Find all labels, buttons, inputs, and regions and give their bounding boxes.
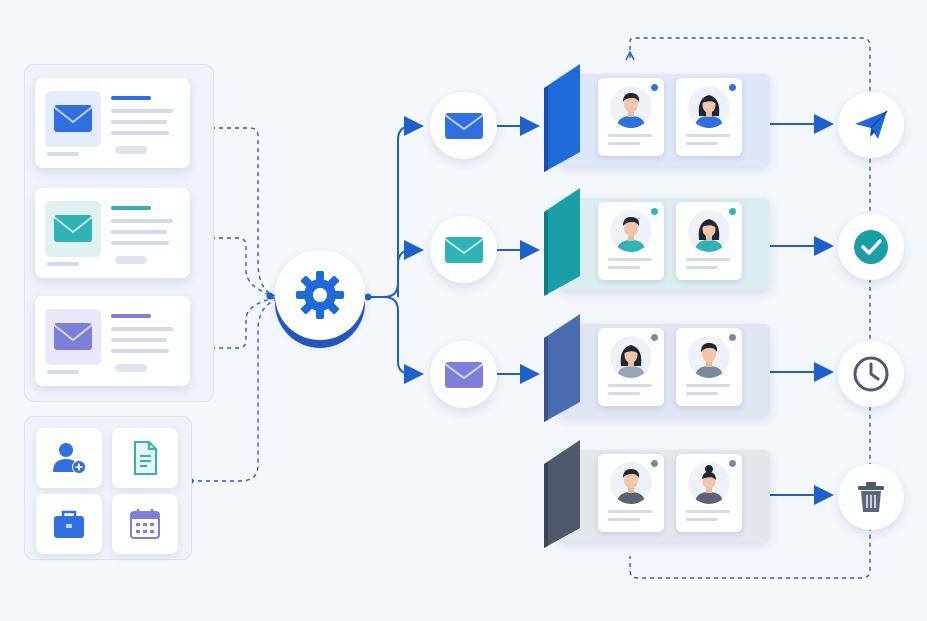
check-action[interactable] bbox=[838, 214, 904, 280]
template-thumb bbox=[45, 309, 101, 365]
connector-template-2 bbox=[203, 237, 276, 297]
envelope-blue-icon bbox=[53, 105, 93, 132]
document-tile[interactable] bbox=[112, 428, 178, 488]
schedule-action[interactable] bbox=[838, 341, 904, 407]
delete-action[interactable] bbox=[838, 464, 904, 530]
document-icon bbox=[134, 441, 157, 475]
calendar-icon bbox=[130, 509, 160, 539]
send-icon bbox=[855, 110, 888, 139]
clock-icon bbox=[853, 356, 889, 392]
woman-avatar-icon bbox=[617, 345, 645, 378]
segment-spine bbox=[544, 188, 580, 296]
feedback-loop bbox=[629, 37, 871, 579]
segment-3[interactable] bbox=[540, 314, 770, 422]
check-icon bbox=[854, 230, 888, 264]
connector-template-3 bbox=[203, 297, 276, 349]
contact-card[interactable] bbox=[676, 328, 742, 406]
contact-card[interactable] bbox=[676, 78, 742, 156]
briefcase-icon bbox=[54, 510, 84, 538]
gear-icon bbox=[296, 271, 344, 319]
contact-card[interactable] bbox=[598, 78, 664, 156]
envelope-teal-icon bbox=[443, 236, 484, 263]
contact-card[interactable] bbox=[598, 328, 664, 406]
contact-card[interactable] bbox=[676, 454, 742, 532]
man-avatar-icon bbox=[617, 469, 645, 504]
envelope-purple-icon bbox=[53, 323, 93, 350]
contact-card[interactable] bbox=[676, 202, 742, 280]
trash-icon bbox=[858, 482, 884, 512]
connector-template-1 bbox=[203, 127, 276, 297]
template-card-3[interactable] bbox=[35, 296, 190, 386]
channel-node-1[interactable] bbox=[430, 92, 497, 159]
contact-card[interactable] bbox=[598, 202, 664, 280]
hub-node[interactable] bbox=[275, 250, 365, 340]
segment-4[interactable] bbox=[540, 440, 770, 548]
woman-avatar-icon bbox=[695, 219, 723, 252]
briefcase-tile[interactable] bbox=[36, 494, 102, 554]
channel-node-3[interactable] bbox=[430, 341, 497, 408]
segment-spine bbox=[544, 440, 580, 548]
template-card-2[interactable] bbox=[35, 188, 190, 278]
envelope-blue-icon bbox=[443, 112, 484, 139]
add-user-tile[interactable] bbox=[36, 428, 102, 488]
template-card-1[interactable] bbox=[35, 78, 190, 168]
man-avatar-icon bbox=[695, 343, 723, 378]
envelope-teal-icon bbox=[53, 215, 93, 242]
segment-spine bbox=[544, 64, 580, 172]
man-avatar-icon bbox=[617, 93, 645, 128]
segment-spine bbox=[544, 314, 580, 422]
channel-node-2[interactable] bbox=[430, 216, 497, 283]
connector-sources bbox=[190, 299, 276, 482]
template-thumb bbox=[45, 91, 101, 147]
man-avatar-icon bbox=[617, 217, 645, 252]
woman-avatar-icon bbox=[695, 95, 723, 128]
envelope-purple-icon bbox=[443, 361, 484, 388]
calendar-tile[interactable] bbox=[112, 494, 178, 554]
add-user-icon bbox=[53, 443, 86, 474]
segment-2[interactable] bbox=[540, 188, 770, 296]
segment-1[interactable] bbox=[540, 64, 770, 172]
template-thumb bbox=[45, 201, 101, 257]
woman-avatar-icon bbox=[695, 465, 723, 504]
contact-card[interactable] bbox=[598, 454, 664, 532]
send-action[interactable] bbox=[838, 92, 904, 158]
